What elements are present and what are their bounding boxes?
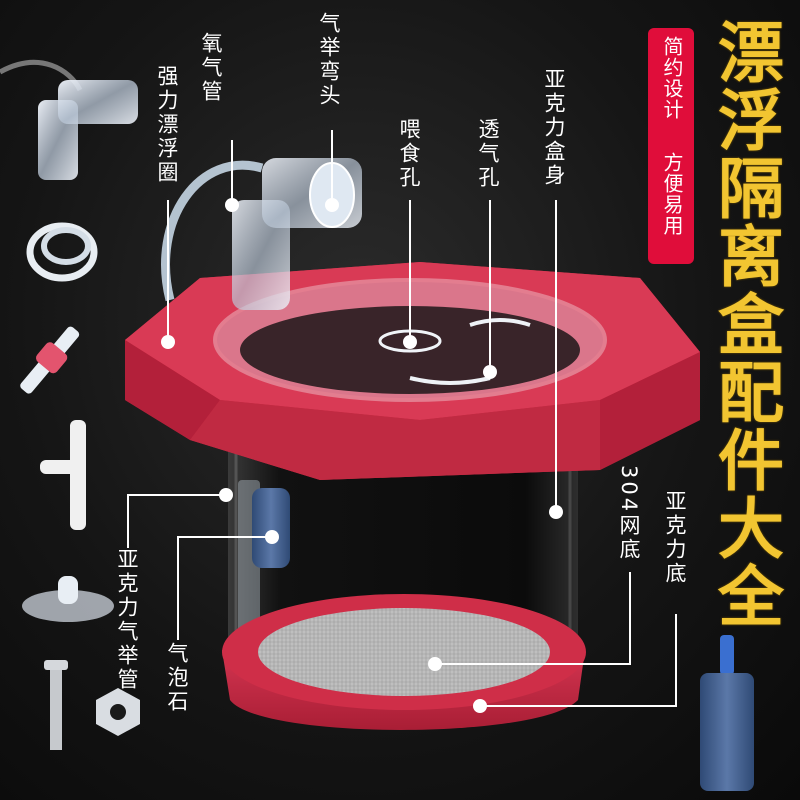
label-airlift-tube: 亚克力气举管 bbox=[115, 548, 139, 692]
screw-nut-icon bbox=[44, 660, 140, 750]
label-feeding-hole: 喂食孔 bbox=[397, 118, 421, 190]
airstone bbox=[252, 488, 290, 568]
airlift-elbow bbox=[232, 158, 362, 310]
label-airstone: 气泡石 bbox=[165, 642, 189, 714]
vent-hole-bottom bbox=[409, 376, 491, 385]
airstone-icon bbox=[700, 635, 754, 791]
subtitle-line-2: 方便易用 bbox=[660, 152, 684, 236]
callout-lines bbox=[127, 130, 677, 707]
acrylic-bottom-ring bbox=[222, 594, 586, 730]
subtitle-line-1: 简约设计 bbox=[660, 36, 684, 120]
label-acrylic-bottom: 亚克力底 bbox=[663, 490, 687, 586]
elbow-connector-icon bbox=[38, 80, 138, 180]
oxygen-tube bbox=[161, 160, 264, 302]
label-mesh-bottom: 304网底 bbox=[617, 465, 641, 563]
label-airlift-elbow: 气举弯头 bbox=[317, 12, 341, 108]
main-title: 漂浮隔离盒配件大全 bbox=[707, 18, 784, 630]
vent-hole-top bbox=[469, 318, 531, 327]
label-oxygen-tube: 氧气管 bbox=[199, 32, 223, 104]
silicone-tube-icon bbox=[26, 222, 98, 282]
check-valve-icon bbox=[20, 326, 80, 394]
callout-dots bbox=[161, 198, 563, 713]
subtitle-badge: 简约设计 方便易用 bbox=[648, 28, 694, 264]
label-vent-hole: 透气孔 bbox=[476, 118, 500, 190]
t-connector-icon bbox=[40, 420, 86, 530]
suction-cup-icon bbox=[22, 576, 114, 622]
label-float-ring: 强力漂浮圈 bbox=[155, 65, 179, 185]
label-acrylic-box: 亚克力盒身 bbox=[542, 68, 566, 188]
